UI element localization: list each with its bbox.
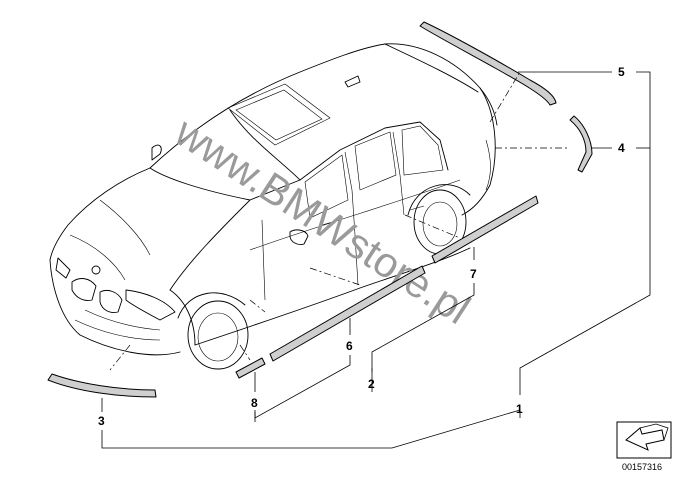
callout-1: 1 (516, 402, 523, 416)
callout-4: 4 (618, 141, 625, 155)
leader-lines (101, 71, 651, 449)
part-4-rear-strip (569, 115, 593, 173)
reference-code: 00157316 (622, 462, 662, 472)
callout-3: 3 (98, 414, 105, 428)
callout-6: 6 (346, 339, 353, 353)
part-7-rear-sill (431, 195, 539, 264)
part-3-front-strip (47, 373, 157, 398)
watermark-text: www.BMWstore.pl (166, 108, 478, 334)
arrow-icon (625, 427, 665, 451)
callout-7: 7 (470, 267, 477, 281)
part-6-front-sill (269, 265, 426, 362)
callout-5: 5 (618, 65, 625, 79)
callout-labels: 5 4 7 6 2 8 1 3 (98, 65, 625, 428)
alignment-lines (109, 71, 568, 371)
callout-2: 2 (368, 377, 375, 391)
reference-box: 00157316 (616, 421, 672, 472)
part-8-small-strip (235, 357, 266, 379)
part-5-roof-strip (419, 21, 557, 106)
callout-8: 8 (251, 396, 258, 410)
